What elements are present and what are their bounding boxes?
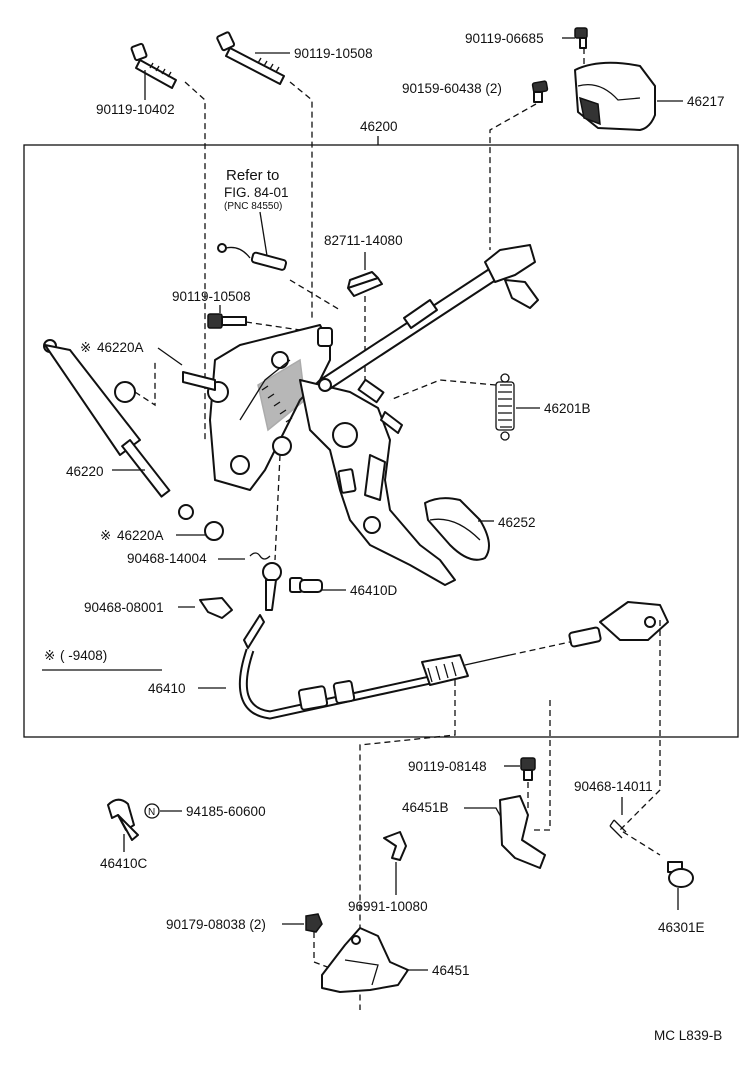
refer-note-line1: Refer to: [226, 167, 279, 184]
pedal-pad-46252-icon: [424, 497, 490, 561]
label-46410D: 46410D: [350, 583, 398, 598]
label-46301E: 46301E: [658, 920, 705, 935]
label-46451B: 46451B: [402, 800, 449, 815]
label-46220: 46220: [66, 464, 104, 479]
label-46252: 46252: [498, 515, 536, 530]
cable-46410-icon: [238, 601, 669, 720]
bracket-46451-icon: [321, 927, 409, 993]
assembly-frame: [23, 144, 739, 738]
label-46217: 46217: [687, 94, 725, 109]
footnote-mark-range: ※: [44, 648, 55, 663]
bolt-90119-06685-icon: [574, 27, 588, 49]
pin-46410D-icon: [289, 577, 323, 593]
footnote-range: ( -9408): [60, 648, 107, 663]
refer-note-line3: (PNC 84550): [224, 201, 282, 212]
clip-82711-14080-icon: [347, 271, 383, 297]
bolt-90119-10402-icon: [130, 42, 177, 89]
label-90179-08038: 90179-08038 (2): [166, 917, 266, 932]
label-96991-10080: 96991-10080: [348, 899, 428, 914]
figure-code: MC L839-B: [654, 1028, 722, 1043]
assembly-label: 46200: [360, 119, 398, 134]
label-94185-60600: 94185-60600: [186, 804, 266, 819]
label-90159-60438: 90159-60438 (2): [402, 81, 502, 96]
label-46410: 46410: [148, 681, 186, 696]
label-90119-08148: 90119-08148: [408, 759, 487, 774]
label-90468-14011: 90468-14011: [574, 779, 653, 794]
clip-90468-14011-icon: [609, 819, 627, 839]
bolt-90159-60438-icon: [531, 80, 549, 103]
label-90119-10402: 90119-10402: [96, 102, 175, 117]
label-46451: 46451: [432, 963, 470, 978]
label-90468-14004: 90468-14004: [127, 551, 207, 566]
label-82711-14080: 82711-14080: [324, 233, 403, 248]
clip-96991-10080-icon: [383, 831, 407, 861]
clip-90468-08001-icon: [199, 597, 233, 619]
footnote-mark-46220A-bottom: ※: [100, 528, 111, 543]
pedal-arm-icon: [272, 378, 456, 586]
bolt-90119-08148-icon: [520, 757, 536, 781]
cover-46217-icon: [574, 61, 656, 131]
clamp-46410C-icon: [107, 798, 139, 841]
footnote-mark-46220A-top: ※: [80, 340, 91, 355]
label-90119-10508-mid: 90119-10508: [172, 289, 251, 304]
release-rod-icon: [318, 244, 539, 392]
bushing-46220A-top-icon: [114, 381, 136, 403]
pin-46301E-icon: [667, 861, 694, 888]
label-46220A-bottom: 46220A: [117, 528, 164, 543]
new-part-mark: N: [148, 807, 155, 818]
bushing-46220A-bottom-icon: [204, 521, 224, 541]
label-46220A-top: 46220A: [97, 340, 144, 355]
label-90468-08001: 90468-08001: [84, 600, 164, 615]
pedal-bracket-46200-icon: [182, 324, 333, 491]
bracket-46451B-icon: [499, 795, 546, 869]
spring-46201B-icon: [495, 373, 515, 441]
nut-90179-08038-icon: [305, 913, 323, 933]
clip-90468-14004-icon: [249, 552, 271, 560]
bolt-90119-10508-mid-icon: [207, 313, 247, 329]
cable-end-eye-icon: [262, 562, 282, 611]
bolt-90119-10508-top-icon: [216, 31, 285, 85]
label-90119-06685: 90119-06685: [465, 31, 544, 46]
label-46410C: 46410C: [100, 856, 148, 871]
switch-wire-icon: [217, 243, 288, 271]
new-part-badge: [144, 803, 160, 819]
refer-note-line2: FIG. 84-01: [224, 185, 289, 200]
gas-strut-46220-icon: [43, 339, 194, 520]
label-46201B: 46201B: [544, 401, 591, 416]
label-90119-10508-top: 90119-10508: [294, 46, 373, 61]
